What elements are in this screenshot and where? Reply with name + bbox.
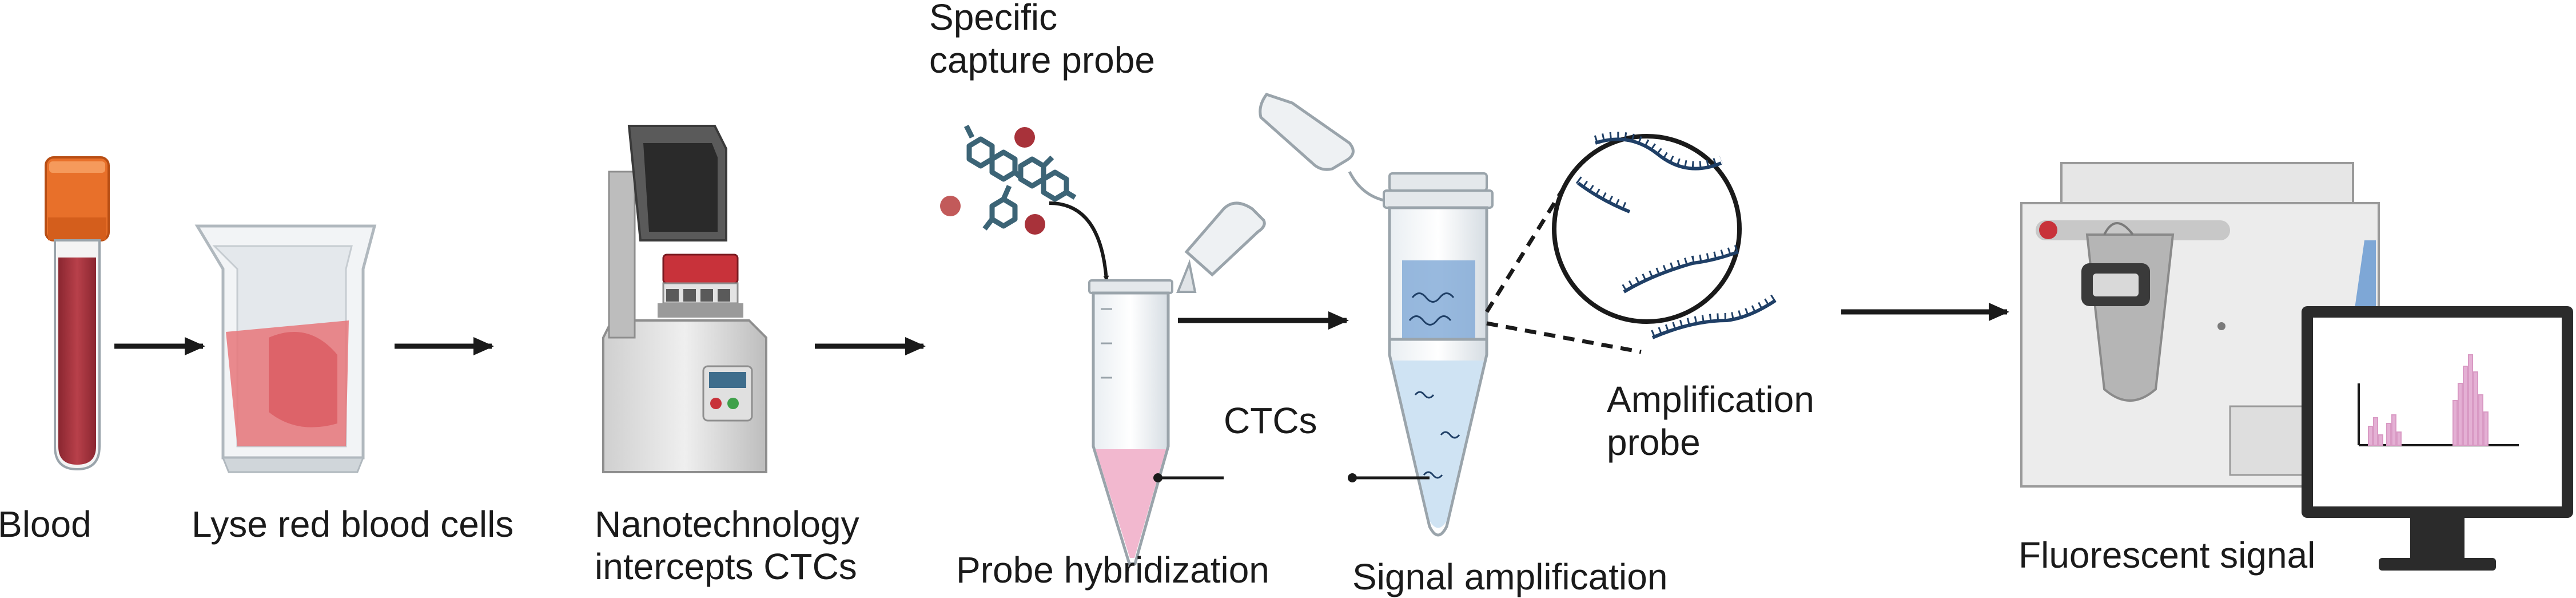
label-signal-amplification: Signal amplification xyxy=(1352,556,1667,597)
blood-tube-icon xyxy=(45,156,110,471)
label-probe-hybridization: Probe hybridization xyxy=(956,549,1269,591)
label-amplification-line1: Amplification xyxy=(1607,379,1814,420)
label-nano-line2: intercepts CTCs xyxy=(595,546,857,587)
label-capture-line1: Specific xyxy=(929,0,1057,38)
magnifier-dash-bottom xyxy=(1486,321,1642,354)
amplification-tube-icon xyxy=(1259,93,1494,537)
monitor-icon xyxy=(2302,306,2573,571)
capture-bead-icon xyxy=(1014,127,1035,148)
label-capture-line2: capture probe xyxy=(929,39,1155,81)
capture-bead-icon xyxy=(1025,214,1045,235)
nanotech-instrument-icon xyxy=(602,125,767,473)
label-lyse: Lyse red blood cells xyxy=(192,504,513,545)
amplification-probe-magnifier-icon xyxy=(1552,132,1778,339)
capture-probe-molecules-icon xyxy=(963,124,1077,231)
magnifier-dash-top xyxy=(1485,182,1568,313)
capture-bead-icon xyxy=(940,196,961,216)
label-amplification-line2: probe xyxy=(1607,422,1701,463)
amp-pointer-dot xyxy=(1348,473,1357,482)
label-blood: Blood xyxy=(0,504,91,545)
lysis-cuvette-icon xyxy=(194,224,377,473)
capture-to-tube-arrow xyxy=(1049,201,1109,282)
ctcs-pointer-dot xyxy=(1153,473,1162,482)
label-fluorescent-signal: Fluorescent signal xyxy=(2018,534,2315,576)
hybridization-tube-icon xyxy=(1088,201,1266,565)
label-nano-line1: Nanotechnology xyxy=(595,504,859,545)
label-ctcs: CTCs xyxy=(1224,400,1317,441)
